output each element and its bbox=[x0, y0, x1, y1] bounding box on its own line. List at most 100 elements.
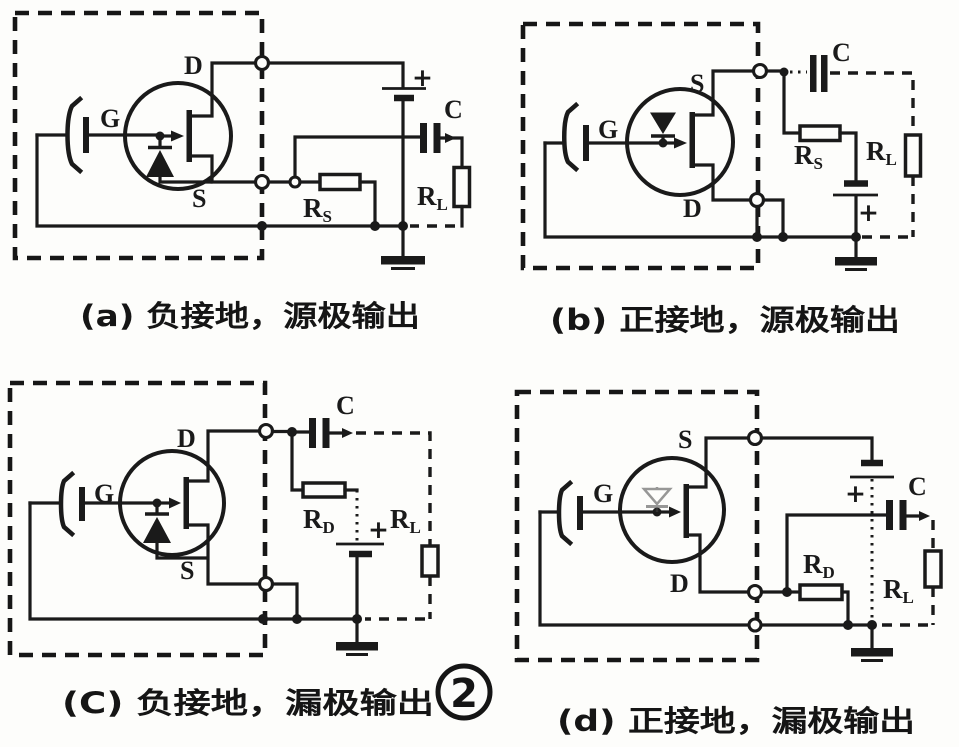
source-terminal bbox=[751, 62, 769, 80]
gate-label: G bbox=[100, 104, 120, 133]
gate-arrow bbox=[674, 137, 687, 149]
battery-plus-sign: + bbox=[858, 198, 879, 227]
output-arrow bbox=[919, 511, 930, 521]
source-lead bbox=[687, 436, 750, 489]
load-resistor bbox=[420, 544, 440, 578]
channel-bar bbox=[186, 110, 192, 162]
output-dashed-wire bbox=[830, 71, 915, 135]
source-lead bbox=[190, 154, 257, 184]
battery: + bbox=[833, 180, 879, 227]
caption-a: (a) 负接地，源极输出 bbox=[80, 299, 420, 333]
drain-label: D bbox=[177, 424, 196, 453]
source-label: S bbox=[180, 556, 194, 585]
bias-drop-wire bbox=[782, 74, 802, 135]
mic-capsule-boundary bbox=[520, 21, 761, 271]
circuit-d: G S D + bbox=[514, 389, 943, 663]
supply-wire bbox=[759, 436, 874, 463]
drain-terminal bbox=[257, 422, 275, 440]
fet-transistor bbox=[118, 429, 261, 586]
bias-drop-wire bbox=[290, 435, 305, 492]
source-label: S bbox=[690, 69, 704, 98]
battery: + bbox=[845, 459, 894, 508]
output-arrow bbox=[445, 133, 456, 143]
caption-d: (d) 正接地，漏极输出 bbox=[557, 704, 915, 738]
circuit-b: G S D C RL bbox=[520, 21, 923, 271]
electret-capsule-symbol bbox=[35, 95, 89, 175]
junction-dot bbox=[370, 221, 380, 231]
battery: + bbox=[382, 63, 433, 102]
drain-label: D bbox=[184, 51, 203, 80]
capacitor-label: C bbox=[444, 95, 463, 124]
gate-arrow bbox=[169, 497, 181, 509]
mic-capsule-boundary bbox=[514, 389, 760, 663]
coupling-capacitor: C bbox=[309, 391, 355, 448]
output-arrow bbox=[342, 428, 353, 438]
figure-number: 2 bbox=[450, 671, 478, 717]
tap-junction-dot bbox=[779, 67, 789, 77]
bias-resistor-label: RD bbox=[803, 549, 835, 582]
coupling-capacitor: C bbox=[886, 472, 927, 530]
junction-dot bbox=[258, 614, 268, 624]
shield-crossing-terminal bbox=[747, 617, 763, 633]
return-wire bbox=[35, 133, 405, 228]
caption-b: (b) 正接地，源极输出 bbox=[550, 303, 900, 337]
capacitor-label: C bbox=[832, 38, 851, 67]
battery-plus-sign: + bbox=[845, 479, 866, 508]
bias-resistor bbox=[798, 583, 844, 602]
diaphragm-plate bbox=[556, 479, 574, 547]
battery-plus-sign: + bbox=[368, 515, 389, 544]
drain-terminal bbox=[253, 54, 271, 72]
gate-label: G bbox=[94, 479, 114, 508]
coupling-capacitor: C bbox=[420, 95, 463, 153]
protection-diode bbox=[641, 487, 673, 512]
supply-wire bbox=[266, 61, 405, 88]
battery-plus-sign: + bbox=[412, 63, 433, 92]
load-resistor-label: RL bbox=[866, 136, 897, 169]
diaphragm-plate bbox=[58, 470, 76, 538]
drain-label: D bbox=[683, 194, 702, 223]
coupling-capacitor: C bbox=[810, 38, 851, 92]
return-wire bbox=[28, 501, 362, 621]
load-resistor bbox=[452, 165, 472, 209]
bias-resistor bbox=[798, 124, 842, 143]
ground-symbol bbox=[851, 623, 893, 662]
protection-diode bbox=[143, 505, 209, 560]
output-tap-wire bbox=[785, 513, 888, 594]
fet-transistor bbox=[625, 69, 755, 202]
ground-symbol bbox=[835, 235, 877, 271]
capacitor-label: C bbox=[336, 391, 355, 420]
protection-diode bbox=[146, 138, 213, 184]
source-lead bbox=[187, 523, 261, 586]
circuit-a: G D S + bbox=[12, 10, 472, 270]
output-dashed-wire bbox=[356, 431, 432, 546]
source-label: S bbox=[678, 425, 692, 454]
caption-c: (C) 负接地，漏极输出 bbox=[62, 686, 434, 720]
bias-resistor-label: RS bbox=[303, 193, 332, 226]
source-lead bbox=[693, 69, 755, 117]
bias-resistor bbox=[318, 172, 362, 192]
electret-capsule-symbol bbox=[543, 101, 589, 173]
electret-capsule-symbol bbox=[538, 479, 583, 547]
source-label: S bbox=[192, 184, 206, 213]
junction-dot bbox=[257, 221, 267, 231]
capacitor-label: C bbox=[908, 472, 927, 501]
fet-transistor bbox=[618, 436, 750, 594]
drain-label: D bbox=[670, 569, 689, 598]
gate-label: G bbox=[593, 479, 613, 508]
channel-bar bbox=[689, 112, 695, 168]
figure-number-badge: 2 bbox=[435, 663, 493, 721]
channel-bar bbox=[683, 484, 689, 538]
fet-transistor bbox=[123, 61, 257, 191]
mic-capsule-boundary bbox=[12, 10, 265, 261]
load-resistor bbox=[923, 549, 943, 589]
load-resistor bbox=[903, 133, 923, 178]
load-resistor-label: RL bbox=[883, 574, 914, 607]
load-resistor-label: RL bbox=[417, 181, 448, 214]
electret-capsule-symbol bbox=[28, 470, 85, 538]
drain-lead bbox=[687, 533, 750, 594]
gate-arrow bbox=[669, 506, 681, 518]
bias-resistor-label: RS bbox=[794, 140, 823, 173]
drain-terminal bbox=[748, 191, 766, 209]
